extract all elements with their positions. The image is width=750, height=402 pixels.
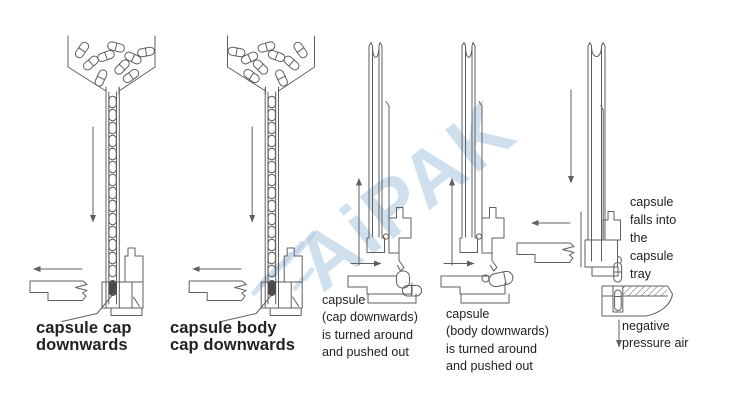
stage1-caption: capsule cap downwards: [36, 320, 132, 353]
stage5: [516, 42, 673, 348]
caption-line: capsule body: [170, 319, 277, 337]
caption-line: downwards: [36, 335, 128, 354]
caption-line: tray: [630, 267, 651, 281]
stage2-station: [189, 88, 302, 322]
stage3: [348, 43, 422, 304]
caption-line: the: [630, 231, 648, 245]
stage3-station: [348, 43, 416, 304]
stage2-caption: capsule body cap downwards: [170, 320, 295, 353]
capsule-tray: [601, 285, 673, 317]
caption-line: capsule: [322, 293, 366, 307]
stage5-tube: [580, 42, 606, 268]
caption-line: negative: [622, 319, 670, 333]
caption-line: capsule: [630, 249, 674, 263]
stage4-capsule-turned: [481, 270, 514, 288]
caption-line: pressure air: [622, 336, 689, 350]
caption-line: and pushed out: [322, 345, 409, 360]
caption-line: is turned around: [322, 327, 414, 342]
caption-line: (cap downwards): [322, 310, 418, 325]
stage4-caption: capsule (body downwards) is turned aroun…: [446, 306, 549, 376]
caption-line: falls into: [630, 213, 677, 227]
caption-line: (body downwards): [446, 324, 549, 339]
stage5-caption: capsule falls into the capsule tray: [630, 193, 676, 283]
stage1-hopper-capsules: [74, 41, 155, 88]
stage4: [441, 43, 514, 304]
negative-pressure-caption: negative pressure air: [622, 318, 689, 352]
stage2-hopper-capsules: [227, 41, 308, 88]
stage4-station: [441, 43, 509, 304]
stage1: [30, 35, 156, 322]
caption-line: capsule: [630, 195, 674, 209]
caption-line: capsule cap: [36, 319, 132, 337]
caption-line: cap downwards: [170, 335, 296, 354]
capsule-in-tray: [614, 289, 622, 311]
stage1-station: [30, 88, 143, 322]
stage5-pusher: [516, 242, 575, 263]
caption-line: capsule: [446, 307, 490, 321]
caption-line: is turned around: [446, 341, 538, 356]
falling-capsule: [613, 256, 623, 283]
caption-line: and pushed out: [446, 359, 533, 374]
stage5-drop-block: [584, 211, 621, 277]
stage3-caption: capsule (cap downwards) is turned around…: [322, 292, 418, 362]
stage2: [189, 35, 315, 322]
stage3-capsule-turned: [396, 270, 422, 297]
